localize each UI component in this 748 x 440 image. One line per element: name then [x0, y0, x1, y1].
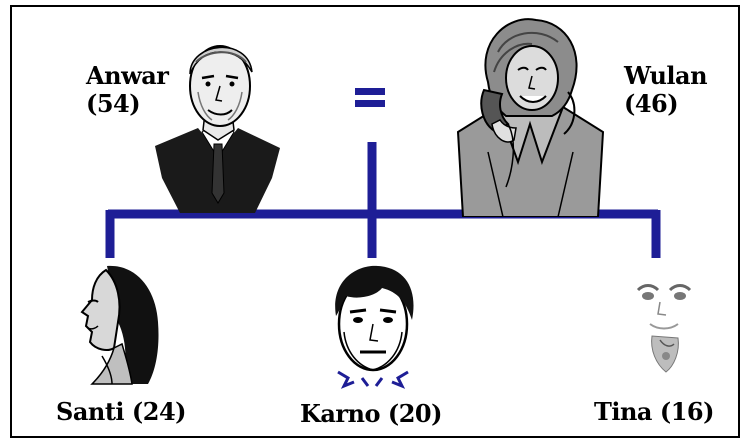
- child-label-santi: Santi (24): [56, 397, 187, 426]
- father-label: Anwar (54): [86, 61, 169, 118]
- son-portrait: [318, 262, 428, 392]
- child-label-karno: Karno (20): [300, 399, 442, 428]
- girl-portrait: [630, 280, 700, 380]
- father-name: Anwar: [86, 61, 169, 90]
- father-portrait: [150, 28, 285, 213]
- mother-name: Wulan: [624, 61, 708, 90]
- mother-age: (46): [624, 88, 679, 118]
- marriage-symbol-bottom-bar: [355, 100, 385, 107]
- child-label-tina: Tina (16): [594, 397, 714, 426]
- mother-portrait: [448, 12, 613, 217]
- daughter-portrait: [52, 262, 167, 387]
- marriage-symbol-top-bar: [355, 88, 385, 95]
- father-age: (54): [86, 88, 141, 118]
- mother-label: Wulan (46): [624, 61, 708, 118]
